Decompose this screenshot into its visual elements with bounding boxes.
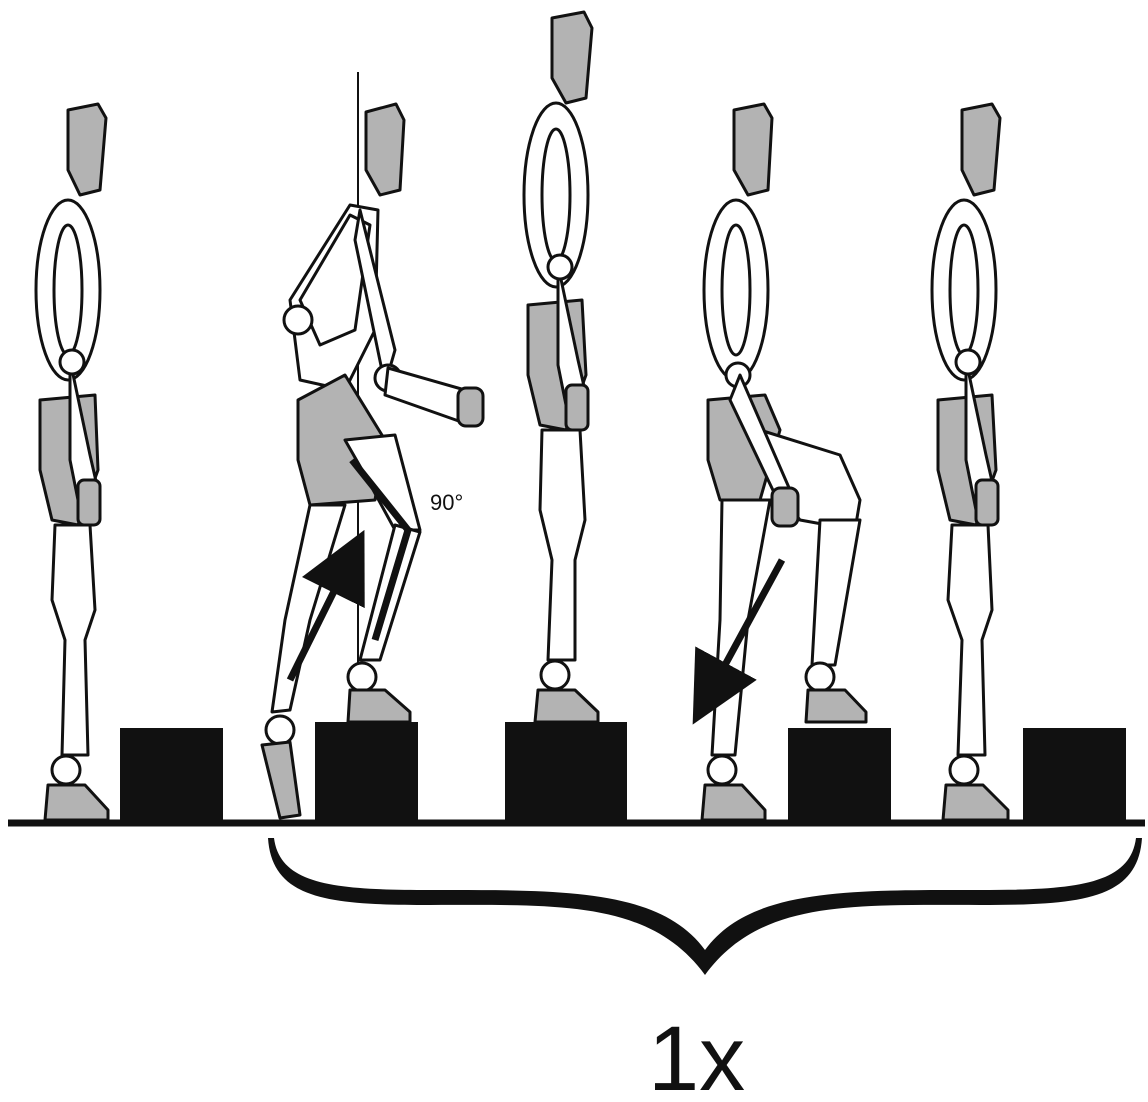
figure-standing-1 [36, 104, 108, 820]
repetition-brace [268, 838, 1142, 975]
figure-stepping-up [262, 72, 483, 818]
figure-stepping-down [702, 104, 866, 820]
step-block [1023, 728, 1126, 823]
step-block [315, 722, 418, 823]
repetition-label: 1x [648, 1008, 745, 1102]
figure-standing-2 [932, 104, 1008, 820]
step-block [505, 722, 627, 823]
step-block [788, 728, 891, 823]
figure-on-step [524, 12, 598, 722]
knee-angle-label: 90° [430, 490, 463, 515]
step-block [120, 728, 223, 823]
